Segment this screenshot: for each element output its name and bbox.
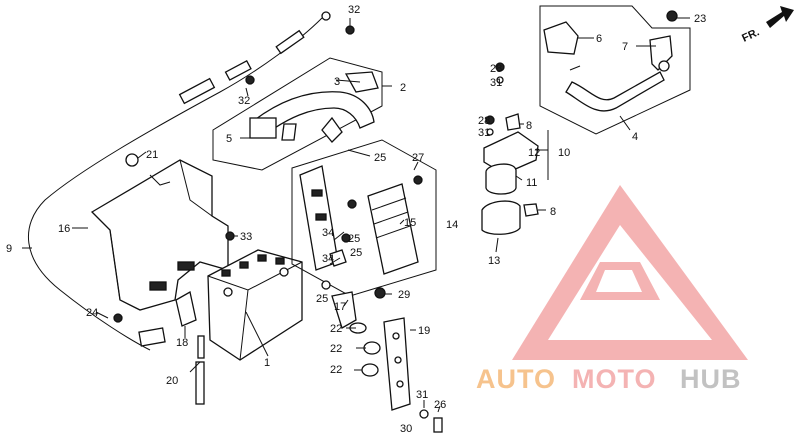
label-34b: 34 [322, 253, 334, 265]
label-22a: 22 [330, 323, 342, 335]
watermark-moto: MOTO [572, 364, 657, 394]
watermark-hub: HUB [680, 364, 742, 394]
label-21: 21 [146, 149, 158, 161]
label-27: 27 [412, 152, 424, 164]
label-22c: 22 [330, 364, 342, 376]
label-28b: 28 [478, 115, 490, 127]
leader-lines [22, 17, 690, 413]
front-direction-arrow: FR. [740, 6, 794, 45]
label-9: 9 [6, 243, 12, 255]
label-31b: 31 [478, 127, 490, 139]
label-17: 17 [334, 301, 346, 313]
label-26: 26 [434, 399, 446, 411]
battery-case-16 [90, 153, 229, 311]
label-32b: 32 [238, 95, 250, 107]
label-19: 19 [418, 325, 430, 337]
label-11: 11 [526, 177, 537, 189]
label-2: 2 [400, 82, 406, 94]
label-15: 15 [404, 217, 416, 229]
label-6: 6 [596, 33, 602, 45]
label-34a: 34 [322, 227, 334, 239]
label-32a: 32 [348, 4, 360, 16]
label-8b: 8 [550, 206, 556, 218]
watermark-auto: AUTO [476, 364, 556, 394]
label-12: 12 [528, 147, 540, 159]
label-25d: 25 [316, 293, 328, 305]
label-31a: 31 [490, 77, 502, 89]
label-4: 4 [632, 131, 638, 143]
label-25a: 25 [374, 152, 386, 164]
label-20: 20 [166, 375, 178, 387]
label-10: 10 [558, 147, 570, 159]
fuse-box-group [291, 139, 437, 297]
label-29: 29 [398, 289, 410, 301]
part-labels: 32 32 3 2 5 6 7 23 4 28 31 28 31 8 12 10… [6, 4, 706, 435]
label-23: 23 [694, 13, 706, 25]
label-33: 33 [240, 231, 252, 243]
lower-mount-group [331, 175, 443, 433]
label-25c: 25 [350, 247, 362, 259]
label-13: 13 [488, 255, 500, 267]
mount-parts [113, 231, 235, 405]
watermark-logo: AUTO MOTO HUB [476, 185, 748, 394]
misc-fasteners [245, 25, 355, 290]
label-18: 18 [176, 337, 188, 349]
battery-1 [207, 249, 303, 361]
battery-cable-group [212, 57, 383, 171]
label-24: 24 [86, 307, 98, 319]
label-28a: 28 [490, 63, 502, 75]
label-8a: 8 [526, 120, 532, 132]
label-1: 1 [264, 357, 270, 369]
label-22b: 22 [330, 343, 342, 355]
label-7: 7 [622, 41, 628, 53]
label-30: 30 [400, 423, 412, 435]
label-3: 3 [334, 76, 340, 88]
label-25b: 25 [348, 233, 360, 245]
label-31c: 31 [416, 389, 428, 401]
starter-cable-group [539, 5, 691, 135]
fr-label: FR. [740, 26, 761, 44]
label-16: 16 [58, 223, 70, 235]
label-14: 14 [446, 219, 458, 231]
label-5: 5 [226, 133, 232, 145]
starter-relay-group [481, 62, 539, 235]
cable-9 [27, 11, 331, 351]
